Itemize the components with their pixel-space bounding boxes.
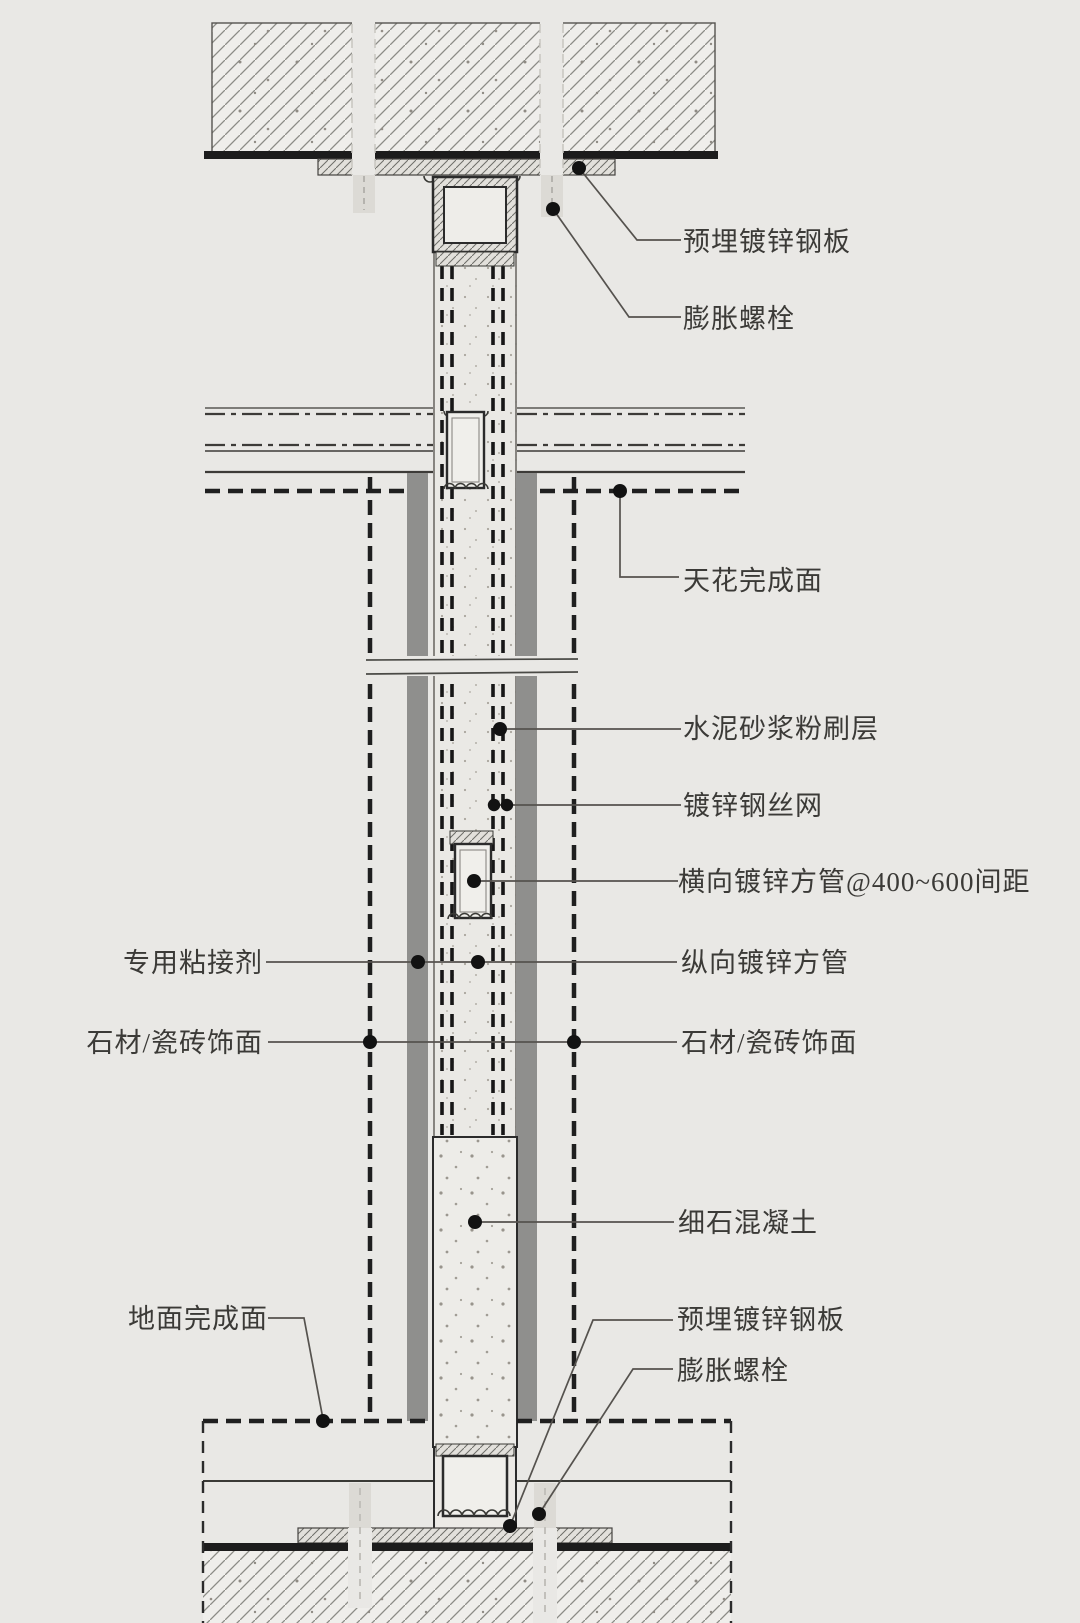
embedded-plate-bottom xyxy=(297,1527,613,1544)
label-horizontal-tube: 横向镀锌方管@400~600间距 xyxy=(678,867,1031,897)
label-vertical-tube: 纵向镀锌方管 xyxy=(681,948,849,978)
vertical-tube-bottom-section xyxy=(435,1443,515,1518)
label-embedded-plate-top: 预埋镀锌钢板 xyxy=(683,227,851,257)
label-ceiling-finish: 天花完成面 xyxy=(683,566,823,596)
adhesive-strip-right xyxy=(516,473,537,1421)
expansion-bolt-top-left xyxy=(351,20,376,213)
label-concrete: 细石混凝土 xyxy=(678,1208,818,1238)
label-stone-finish-left: 石材/瓷砖饰面 xyxy=(86,1028,263,1058)
bottom-structure xyxy=(201,1418,733,1623)
slab-soffit-line xyxy=(204,151,718,159)
expansion-bolt-top-right xyxy=(539,20,564,217)
label-mortar-layer: 水泥砂浆粉刷层 xyxy=(683,714,879,744)
top-slab xyxy=(204,20,718,217)
label-wire-mesh: 镀锌钢丝网 xyxy=(683,791,823,821)
floor-slab-top-line xyxy=(203,1543,731,1551)
horizontal-tube-ceiling xyxy=(443,410,489,490)
label-embedded-plate-bottom: 预埋镀锌钢板 xyxy=(677,1305,845,1335)
wall-finish-zone xyxy=(365,473,579,1421)
weld-mark-bottom xyxy=(437,1509,511,1517)
label-expansion-bolt-bottom: 膨胀螺栓 xyxy=(677,1356,789,1386)
ceiling-structure xyxy=(205,407,745,494)
leader-lines xyxy=(266,167,681,1527)
label-stone-finish-right: 石材/瓷砖饰面 xyxy=(681,1028,858,1058)
label-floor-finish: 地面完成面 xyxy=(128,1304,268,1334)
expansion-bolt-bottom-left xyxy=(348,1483,372,1608)
label-expansion-bolt-top: 膨胀螺栓 xyxy=(683,304,795,334)
panel-joint xyxy=(365,656,579,676)
adhesive-strip-left xyxy=(407,473,428,1421)
label-adhesive: 专用粘接剂 xyxy=(123,948,263,978)
leader-dots xyxy=(316,161,627,1533)
